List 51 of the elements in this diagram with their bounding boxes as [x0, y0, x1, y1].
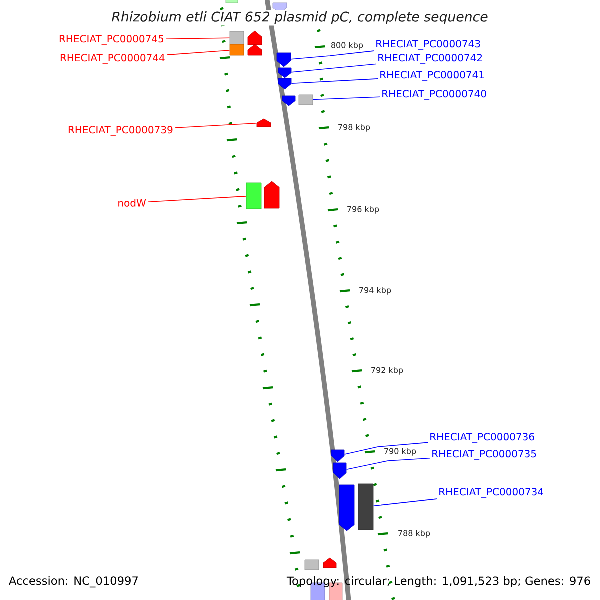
gene-feature	[248, 30, 262, 46]
gene-label: RHECIAT_PC0000743	[376, 40, 480, 50]
accession-text: Accession: NC_010997	[9, 576, 138, 588]
gene-feature	[248, 44, 262, 56]
leader-line	[148, 196, 247, 202]
gene-box	[230, 31, 244, 45]
gene-label: RHECIAT_PC0000745	[60, 35, 164, 45]
gene-feature	[264, 181, 280, 209]
gene-label: nodW	[118, 199, 146, 207]
leader-line	[291, 78, 378, 84]
genome-info-text: Topology: circular; Length: 1,091,523 bp; Genes: 976	[286, 576, 590, 588]
scale-label: 800 kbp	[331, 42, 364, 50]
gene-feature	[256, 118, 272, 128]
gene-feature	[282, 96, 296, 106]
gene-box	[304, 560, 320, 570]
gene-box	[298, 94, 314, 106]
leader-line	[290, 50, 374, 60]
gene-feature	[278, 78, 292, 90]
gene-label: RHECIAT_PC0000741	[380, 71, 484, 81]
leader-line	[166, 50, 230, 56]
gene-feature	[331, 450, 345, 462]
leader-line	[373, 498, 438, 507]
gene-feature	[323, 558, 337, 568]
scale-label: 798 kbp	[338, 124, 370, 132]
leader-line	[291, 64, 376, 73]
gene-label: RHECIAT_PC0000742	[378, 54, 482, 64]
leader-line	[166, 38, 230, 40]
gene-feature	[339, 484, 355, 532]
gene-label: RHECIAT_PC0000736	[430, 433, 534, 443]
gene-label: RHECIAT_PC0000734	[440, 488, 544, 498]
leader-line	[346, 458, 430, 470]
gene-box	[246, 182, 262, 210]
gene-label: RHECIAT_PC0000740	[382, 90, 486, 100]
gene-feature	[278, 68, 292, 78]
gene-box	[358, 484, 374, 530]
gene-label: RHECIAT_PC0000739	[68, 126, 173, 136]
gene-box	[226, 0, 238, 4]
scale-label: 790 kbp	[384, 448, 416, 456]
leader-line	[174, 123, 258, 128]
leader-line	[312, 96, 380, 100]
scale-label: 788 kbp	[398, 530, 430, 538]
scale-label: 792 kbp	[372, 367, 404, 375]
leader-line	[344, 442, 428, 455]
scale-label: 796 kbp	[348, 206, 380, 214]
gene-feature	[276, 52, 292, 68]
gene-feature	[333, 462, 347, 480]
title: Rhizobium etli CIAT 652 plasmid pC, complete sequence	[110, 10, 490, 26]
gene-label: RHECIAT_PC0000735	[432, 450, 536, 460]
scale-label: 794 kbp	[360, 287, 392, 295]
gene-box	[230, 44, 244, 56]
gene-label: RHECIAT_PC0000744	[60, 54, 165, 64]
